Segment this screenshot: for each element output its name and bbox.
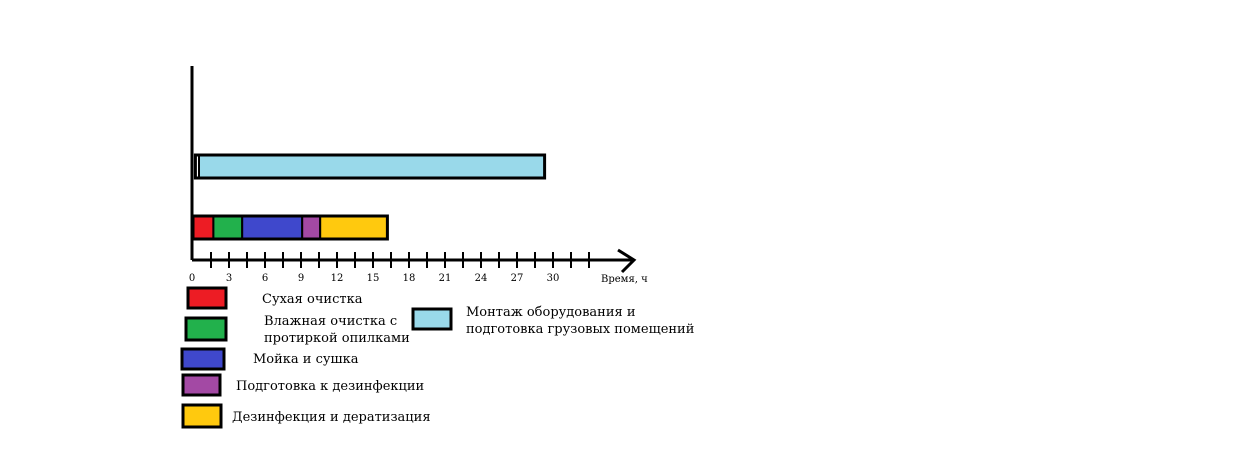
legend-label: Подготовка к дезинфекции [236, 379, 424, 394]
legend-swatch [180, 347, 226, 371]
legend-swatch [184, 316, 228, 342]
legend-swatch [181, 373, 222, 397]
x-tick-label: 15 [367, 273, 380, 284]
x-tick-label: 27 [511, 273, 524, 284]
legend-swatch [181, 403, 223, 429]
x-tick-label: 6 [262, 273, 268, 284]
x-tick-labels: 0 3 6 9 12 15 18 21 24 27 30 [189, 273, 560, 284]
bar-segment [192, 215, 215, 240]
legend-swatch [186, 286, 228, 310]
x-tick-label: 30 [547, 273, 560, 284]
x-tick-label: 0 [189, 273, 195, 284]
bars [191, 153, 547, 241]
bar-segment [212, 215, 244, 240]
x-tick-label: 24 [475, 273, 488, 284]
legend-label: Дезинфекция и дератизация [232, 410, 431, 425]
x-tick-label: 3 [226, 273, 232, 284]
x-axis-title: Время, ч [601, 274, 648, 285]
x-tick-label: 18 [403, 273, 416, 284]
bar-segment [198, 154, 546, 179]
x-ticks [210, 252, 590, 268]
x-tick-label: 9 [298, 273, 304, 284]
legend-swatch [411, 307, 453, 331]
x-tick-label: 21 [439, 273, 452, 284]
bar-outline [191, 214, 389, 241]
x-axis-arrow [617, 248, 637, 274]
bar-segment [241, 215, 304, 240]
x-tick-label: 12 [331, 273, 344, 284]
bar-outline [193, 153, 547, 180]
bar-segment [301, 215, 322, 240]
legend-label: Сухая очистка [262, 292, 363, 307]
legend-label: Мойка и сушка [253, 352, 359, 367]
bar-segment [319, 215, 389, 240]
